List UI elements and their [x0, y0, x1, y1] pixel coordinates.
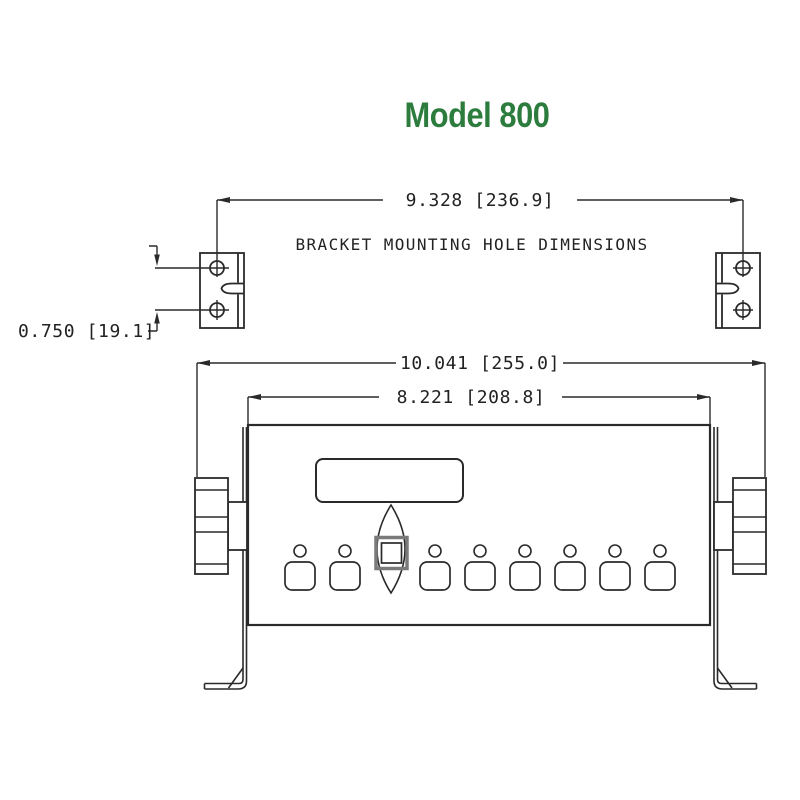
arrowhead-down-icon [154, 254, 160, 266]
left-mounting-bracket [155, 252, 245, 329]
dim-faceplate-width [247, 394, 711, 424]
display-window [315, 458, 464, 503]
arrowhead-left-icon [197, 360, 210, 366]
bracket-inner-edge [204, 427, 244, 685]
dim-label-hole-vertical: 0.750 [19.1] [18, 321, 155, 342]
bracket-inner-edge [716, 427, 757, 685]
toggle-bezel [374, 535, 409, 571]
bracket-gusset [716, 667, 733, 689]
knob-hub [713, 501, 734, 551]
arrowhead-left-icon [248, 394, 261, 400]
dim-label-overall-width: 10.041 [255.0] [400, 353, 560, 374]
led-indicators [293, 544, 667, 558]
arrowhead-left-icon [217, 197, 230, 203]
right-mounting-bracket [715, 252, 761, 329]
bracket-outer-edge [204, 427, 248, 690]
led-icon [293, 544, 307, 558]
panel-button [644, 561, 676, 591]
knob-hub [227, 501, 248, 551]
dim-label-hole-spacing: 9.328 [236.9] [406, 190, 555, 211]
page-title: Model 800 [404, 96, 550, 135]
arrowhead-up-icon [154, 312, 160, 324]
led-icon [563, 544, 577, 558]
knob-body [732, 477, 767, 575]
panel-button [464, 561, 496, 591]
faceplate-outline [246, 423, 712, 627]
left-side-knob [194, 477, 248, 575]
bracket-notch [716, 282, 740, 295]
knob-knurl-lines [195, 489, 228, 565]
dim-overall-width [196, 360, 766, 477]
bracket-note-label: BRACKET MOUNTING HOLE DIMENSIONS [295, 235, 648, 254]
knob-body [194, 477, 229, 575]
led-icon [428, 544, 442, 558]
front-panel [246, 423, 712, 627]
led-icon [653, 544, 667, 558]
bracket-gusset [227, 667, 244, 689]
dim-bracket-hole-spacing-vertical [148, 245, 160, 332]
panel-buttons [284, 561, 676, 591]
panel-button [554, 561, 586, 591]
panel-button [419, 561, 451, 591]
center-toggle-switch [374, 503, 409, 595]
led-icon [473, 544, 487, 558]
left-angle-bracket [203, 427, 248, 690]
led-icon [338, 544, 352, 558]
led-icon [518, 544, 532, 558]
bracket-outline [199, 252, 245, 329]
arrowhead-right-icon [752, 360, 765, 366]
panel-button [509, 561, 541, 591]
bracket-outline [715, 252, 761, 329]
arrowhead-right-icon [730, 197, 743, 203]
dim-label-faceplate-width: 8.221 [208.8] [397, 387, 546, 408]
right-side-knob [713, 477, 767, 575]
bracket-notch [220, 282, 244, 295]
right-angle-bracket [713, 427, 758, 690]
dim-bracket-hole-spacing-horizontal [216, 197, 744, 277]
led-icon [608, 544, 622, 558]
knob-knurl-lines [733, 489, 766, 565]
panel-button [329, 561, 361, 591]
panel-button [599, 561, 631, 591]
leader-bottom [148, 323, 158, 332]
hole-bottom-crosshair [733, 300, 753, 320]
bracket-outer-edge [713, 427, 757, 690]
arrowhead-right-icon [697, 394, 710, 400]
leader-top [149, 245, 158, 255]
panel-button [284, 561, 316, 591]
toggle-knob [380, 542, 403, 564]
